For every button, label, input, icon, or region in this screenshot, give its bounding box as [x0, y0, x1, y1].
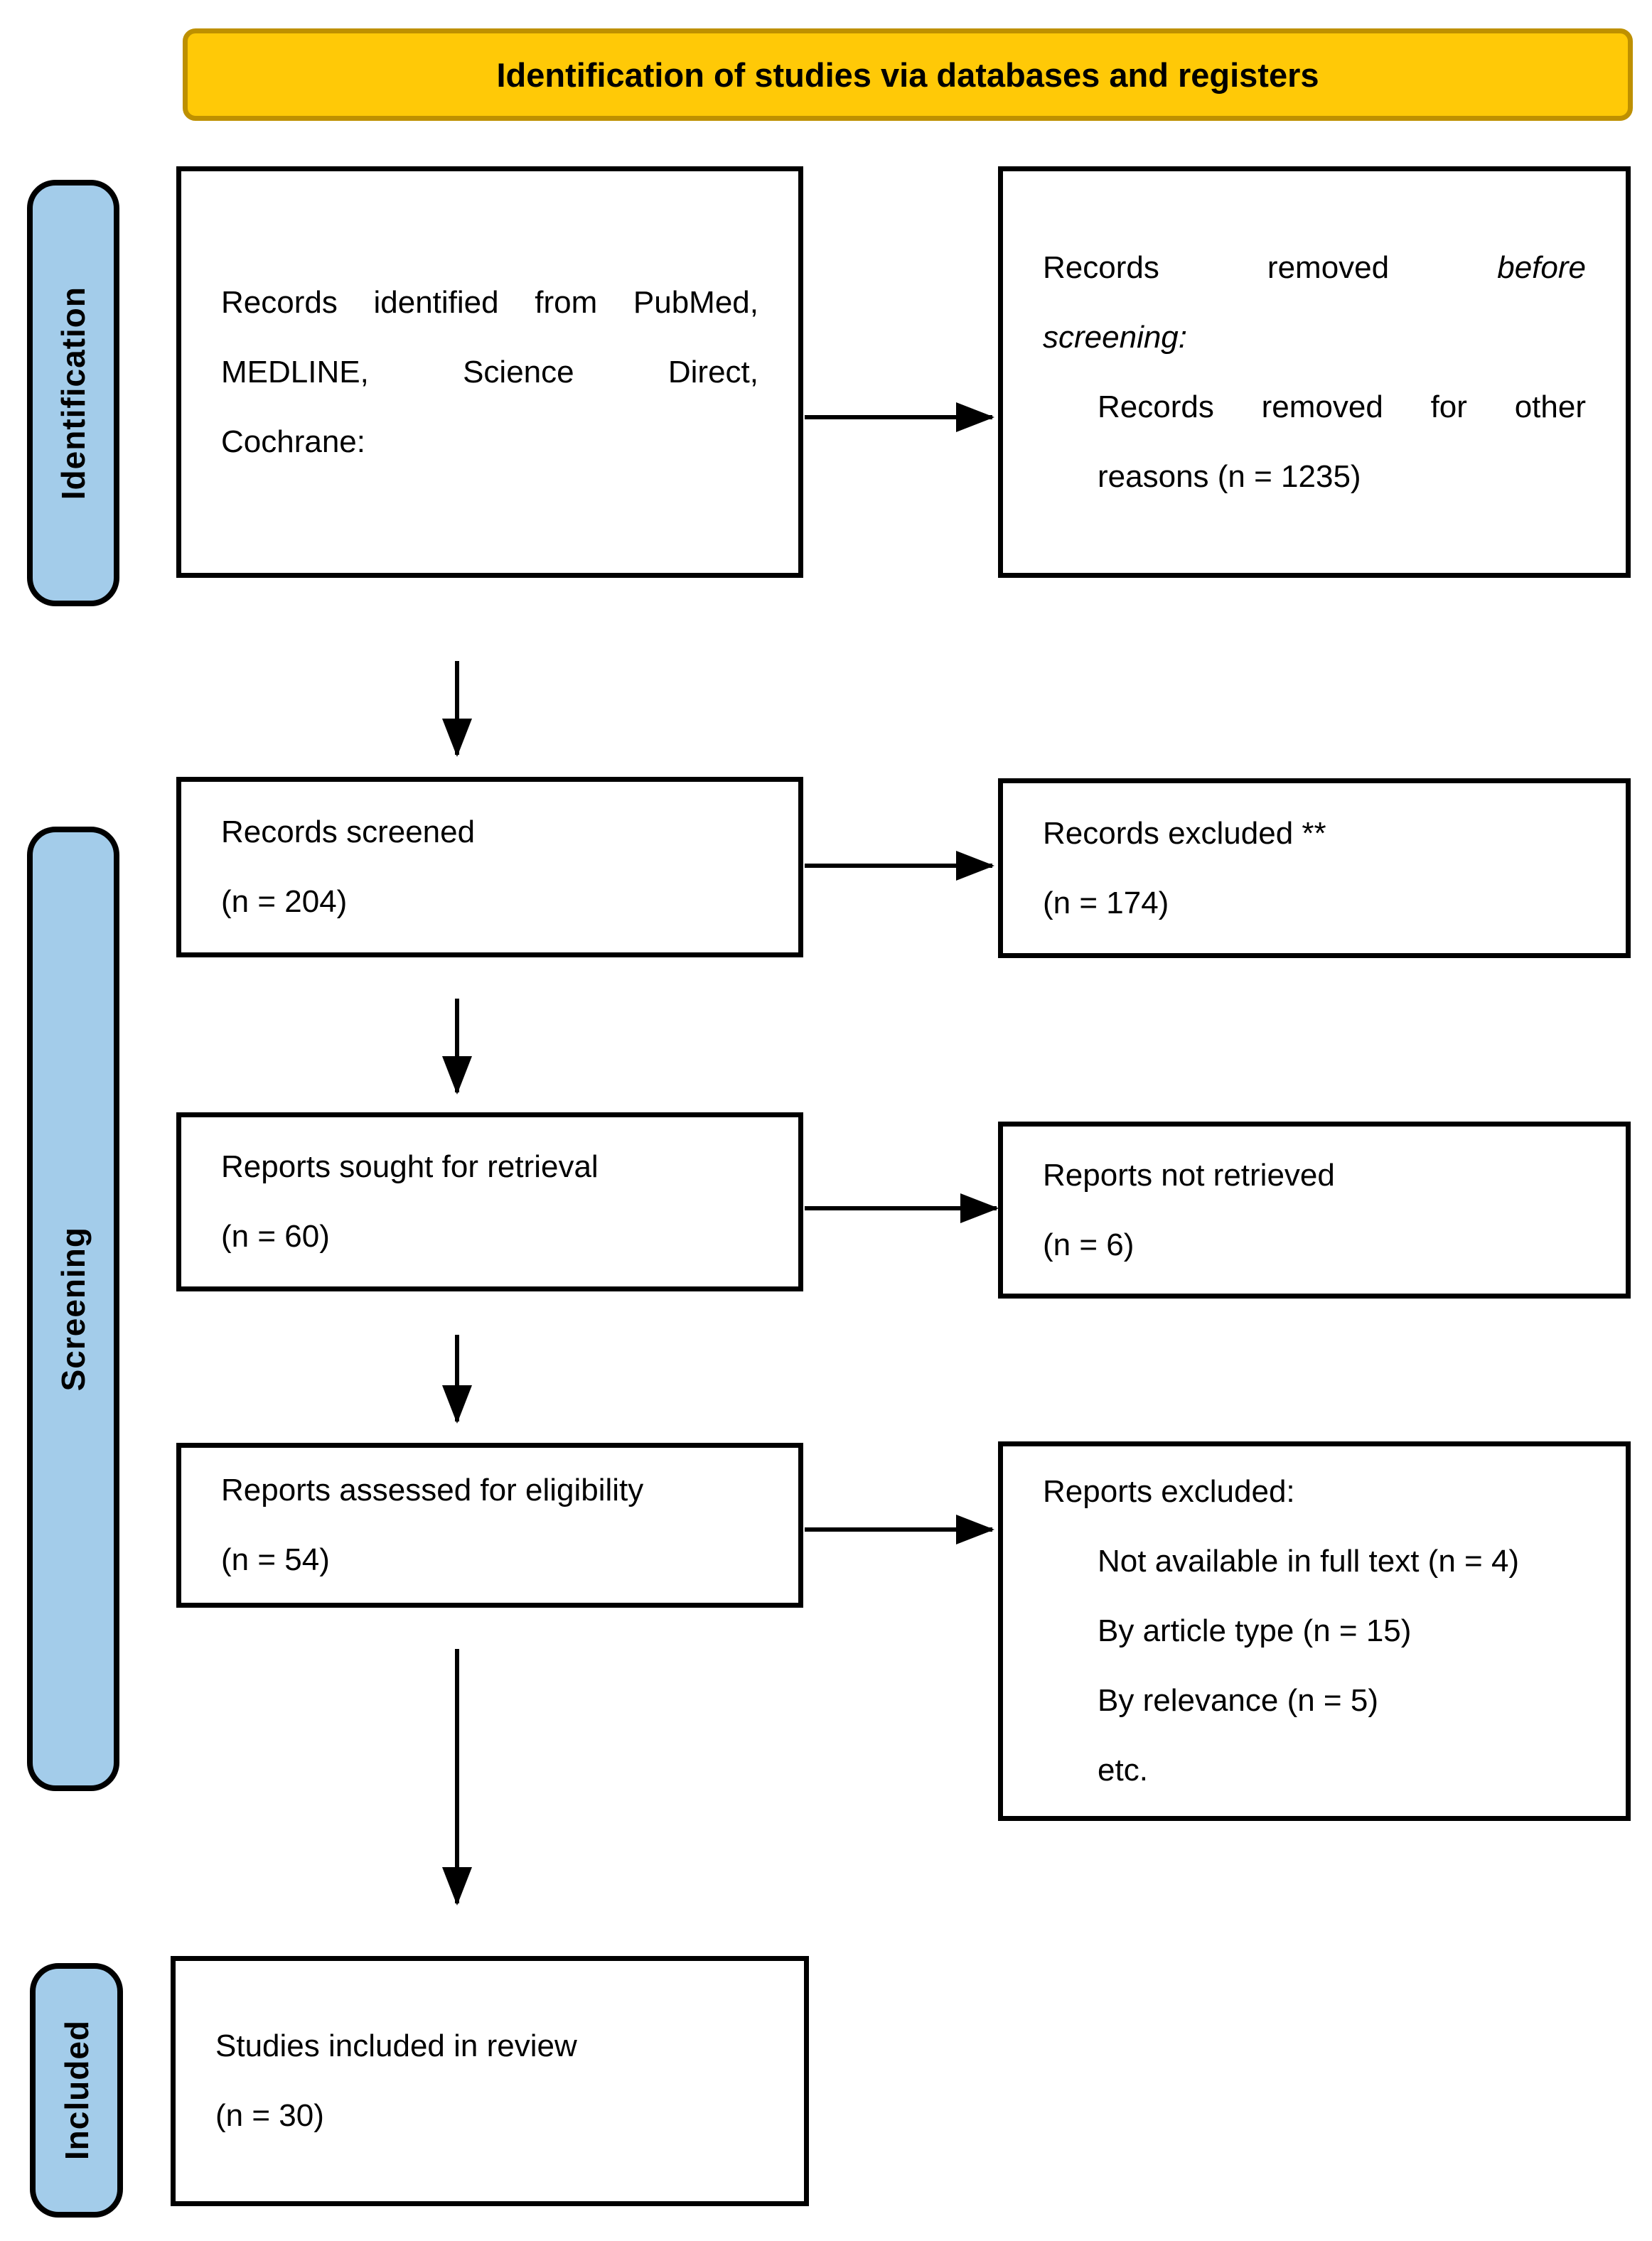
reports-excluded-title: Reports excluded: [1043, 1474, 1295, 1509]
reports-assessed-count: (n = 54) [221, 1542, 330, 1577]
box-studies-included: Studies included in review (n = 30) [171, 1956, 809, 2206]
reports-not-retrieved-count: (n = 6) [1043, 1227, 1135, 1262]
stage-label-screening-text: Screening [55, 1226, 92, 1392]
banner-title-text: Identification of studies via databases … [496, 55, 1319, 94]
records-removed-line1: Records removed before [1043, 233, 1586, 303]
box-reports-sought: Reports sought for retrieval (n = 60) [176, 1112, 803, 1291]
records-identified-line2: MEDLINE, Science Direct, [221, 354, 758, 389]
box-records-screened: Records screened (n = 204) [176, 777, 803, 957]
records-excluded-line1: Records excluded ** [1043, 815, 1326, 851]
records-removed-sub1: Records removed for other [1098, 389, 1586, 424]
reports-excluded-item: By relevance (n = 5) [1098, 1683, 1378, 1718]
box-records-identified: Records identified from PubMed, MEDLINE,… [176, 166, 803, 578]
reports-not-retrieved-line1: Reports not retrieved [1043, 1157, 1335, 1193]
reports-sought-count: (n = 60) [221, 1219, 330, 1254]
reports-excluded-item: Not available in full text (n = 4) [1098, 1544, 1520, 1579]
records-excluded-count: (n = 174) [1043, 885, 1169, 920]
banner-title: Identification of studies via databases … [183, 28, 1633, 121]
box-reports-excluded: Reports excluded: Not available in full … [998, 1441, 1631, 1821]
records-removed-sub2: reasons (n = 1235) [1098, 458, 1361, 494]
stage-label-screening: Screening [27, 827, 119, 1791]
stage-label-identification-text: Identification [55, 286, 92, 500]
reports-sought-line1: Reports sought for retrieval [221, 1149, 599, 1184]
records-screened-line1: Records screened [221, 815, 476, 849]
reports-assessed-line1: Reports assessed for eligibility [221, 1473, 644, 1508]
reports-excluded-item: By article type (n = 15) [1098, 1613, 1412, 1648]
box-reports-assessed: Reports assessed for eligibility (n = 54… [176, 1443, 803, 1608]
records-removed-before: before [1497, 249, 1586, 285]
studies-included-line1: Studies included in review [215, 2028, 577, 2063]
records-identified-line1: Records identified from PubMed, [221, 284, 758, 320]
records-identified-line3: Cochrane: [221, 424, 366, 459]
studies-included-count: (n = 30) [215, 2098, 324, 2133]
stage-label-identification: Identification [27, 180, 119, 606]
stage-label-included-text: Included [58, 2020, 95, 2161]
reports-excluded-item: etc. [1098, 1753, 1148, 1788]
records-screened-count: (n = 204) [221, 884, 348, 919]
stage-label-included: Included [30, 1963, 123, 2218]
box-records-excluded: Records excluded ** (n = 174) [998, 778, 1631, 958]
box-reports-not-retrieved: Reports not retrieved (n = 6) [998, 1122, 1631, 1299]
records-removed-normal: Records removed [1043, 249, 1390, 285]
box-records-removed: Records removed before screening: Record… [998, 166, 1631, 578]
records-removed-line2: screening: [1043, 319, 1188, 355]
